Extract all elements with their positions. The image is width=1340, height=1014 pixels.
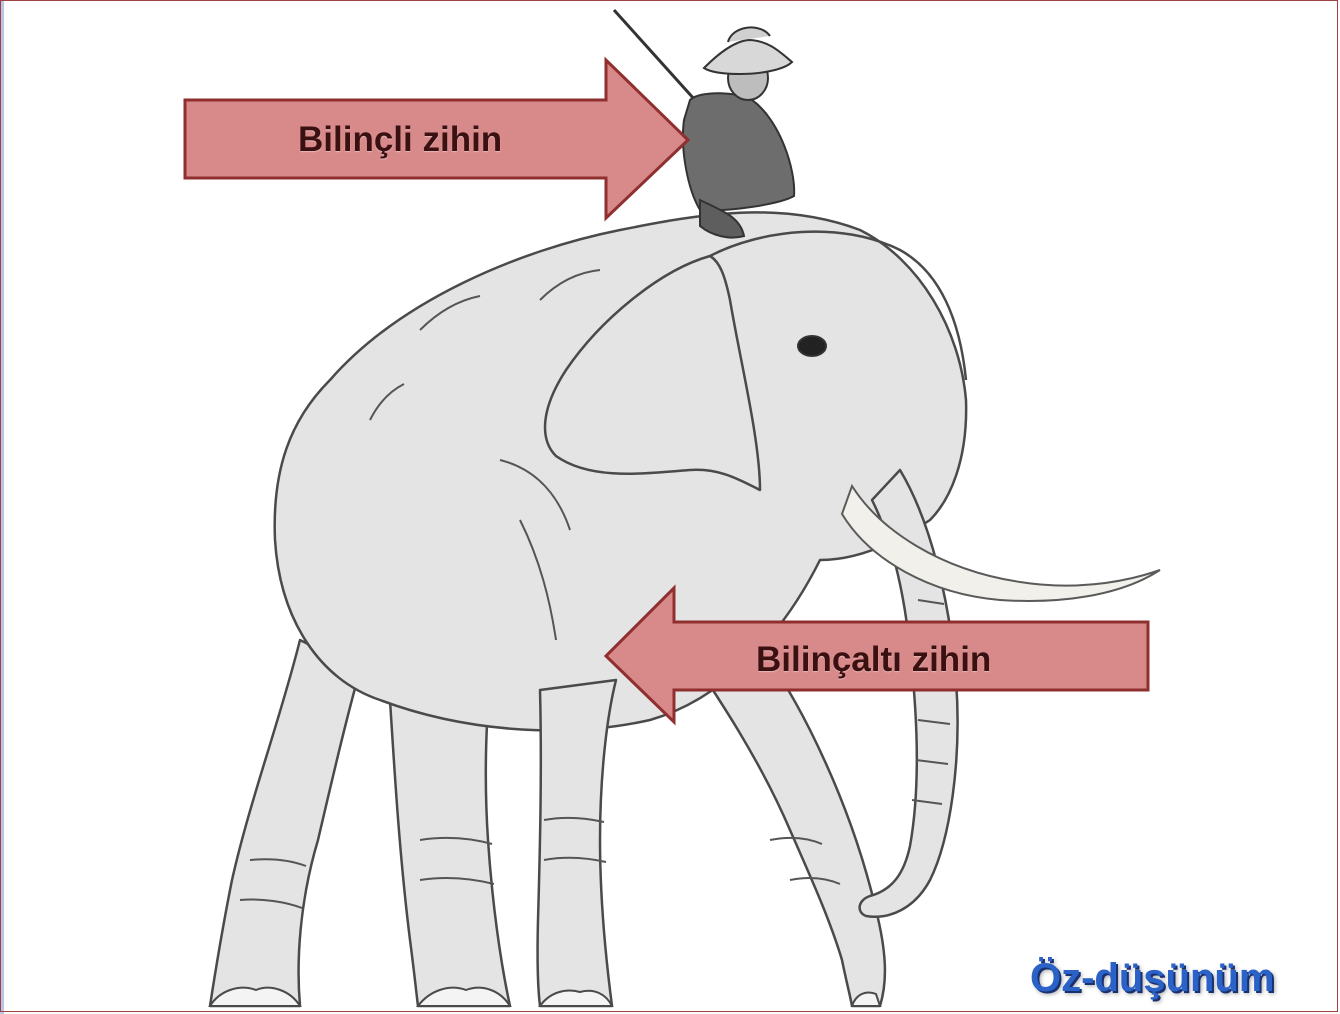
slide-frame — [0, 0, 1338, 1012]
